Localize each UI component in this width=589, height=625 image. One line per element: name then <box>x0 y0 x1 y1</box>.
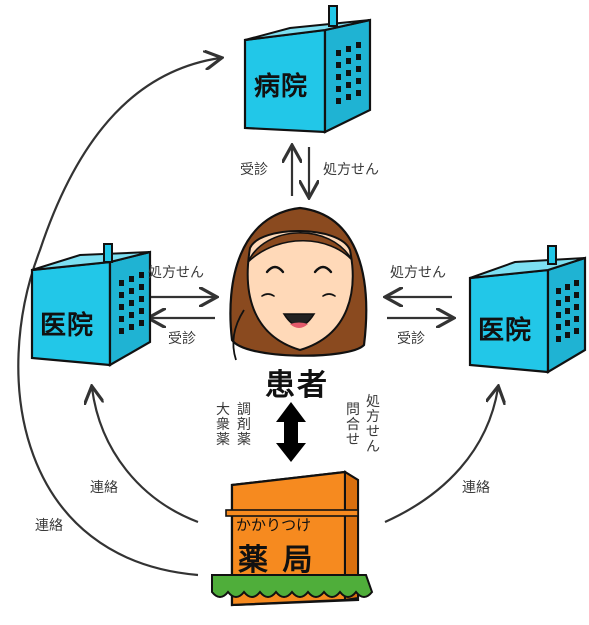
label-top-prescription: 処方せん <box>323 162 379 178</box>
hospital-building <box>243 5 372 134</box>
pharmacy-line1: かかりつけ <box>236 516 312 534</box>
label-prescription-center: 処方せん <box>366 394 380 455</box>
arrow-pharmacy-to-right-clinic <box>384 388 498 524</box>
label-left-consult: 受診 <box>168 331 196 347</box>
pharmacy-illustration <box>211 470 374 607</box>
right-clinic-name: 医院 <box>478 316 533 346</box>
patient-illustration <box>229 206 368 361</box>
label-right-prescription: 処方せん <box>390 265 446 281</box>
right-clinic-building <box>468 245 587 374</box>
left-clinic-building <box>30 243 152 367</box>
label-contact-left-outer: 連絡 <box>35 518 63 534</box>
label-right-consult: 受診 <box>397 331 425 347</box>
patient-label: 患者 <box>265 368 329 403</box>
label-contact-right: 連絡 <box>462 480 490 496</box>
label-top-consult: 受診 <box>240 162 268 178</box>
hospital-name: 病院 <box>254 72 309 102</box>
label-inquiry: 問合せ <box>346 402 360 448</box>
arrow-pharmacy-to-left-clinic <box>92 388 199 524</box>
label-otc-medicine: 大衆薬 <box>216 402 230 448</box>
pharmacy-line2: 薬 局 <box>238 543 315 578</box>
left-clinic-name: 医院 <box>40 311 95 341</box>
label-contact-left-inner: 連絡 <box>90 480 118 496</box>
label-dispensed-medicine: 調剤薬 <box>237 402 251 448</box>
label-left-prescription: 処方せん <box>148 265 204 281</box>
center-double-arrow <box>276 402 306 462</box>
